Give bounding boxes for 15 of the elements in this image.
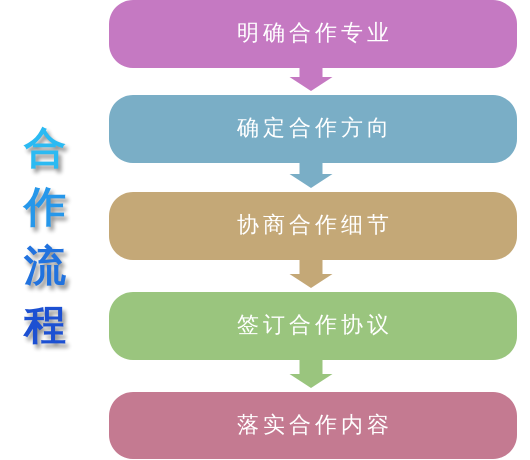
arrow — [290, 68, 332, 91]
process-box — [109, 95, 517, 163]
step-text: 确定合作方向 — [236, 115, 393, 143]
process-box — [109, 0, 517, 68]
step-text: 签订合作协议 — [236, 312, 393, 340]
process-box — [109, 192, 517, 260]
step-text: 落实合作内容 — [236, 412, 393, 440]
process-box — [109, 292, 517, 360]
step-text: 明确合作专业 — [236, 20, 393, 48]
arrow — [290, 163, 332, 188]
arrow — [290, 360, 332, 388]
arrow — [290, 260, 332, 288]
step-text: 协商合作细节 — [236, 212, 393, 240]
process-box — [109, 392, 517, 459]
vertical-title: 合作流程 — [22, 122, 67, 351]
